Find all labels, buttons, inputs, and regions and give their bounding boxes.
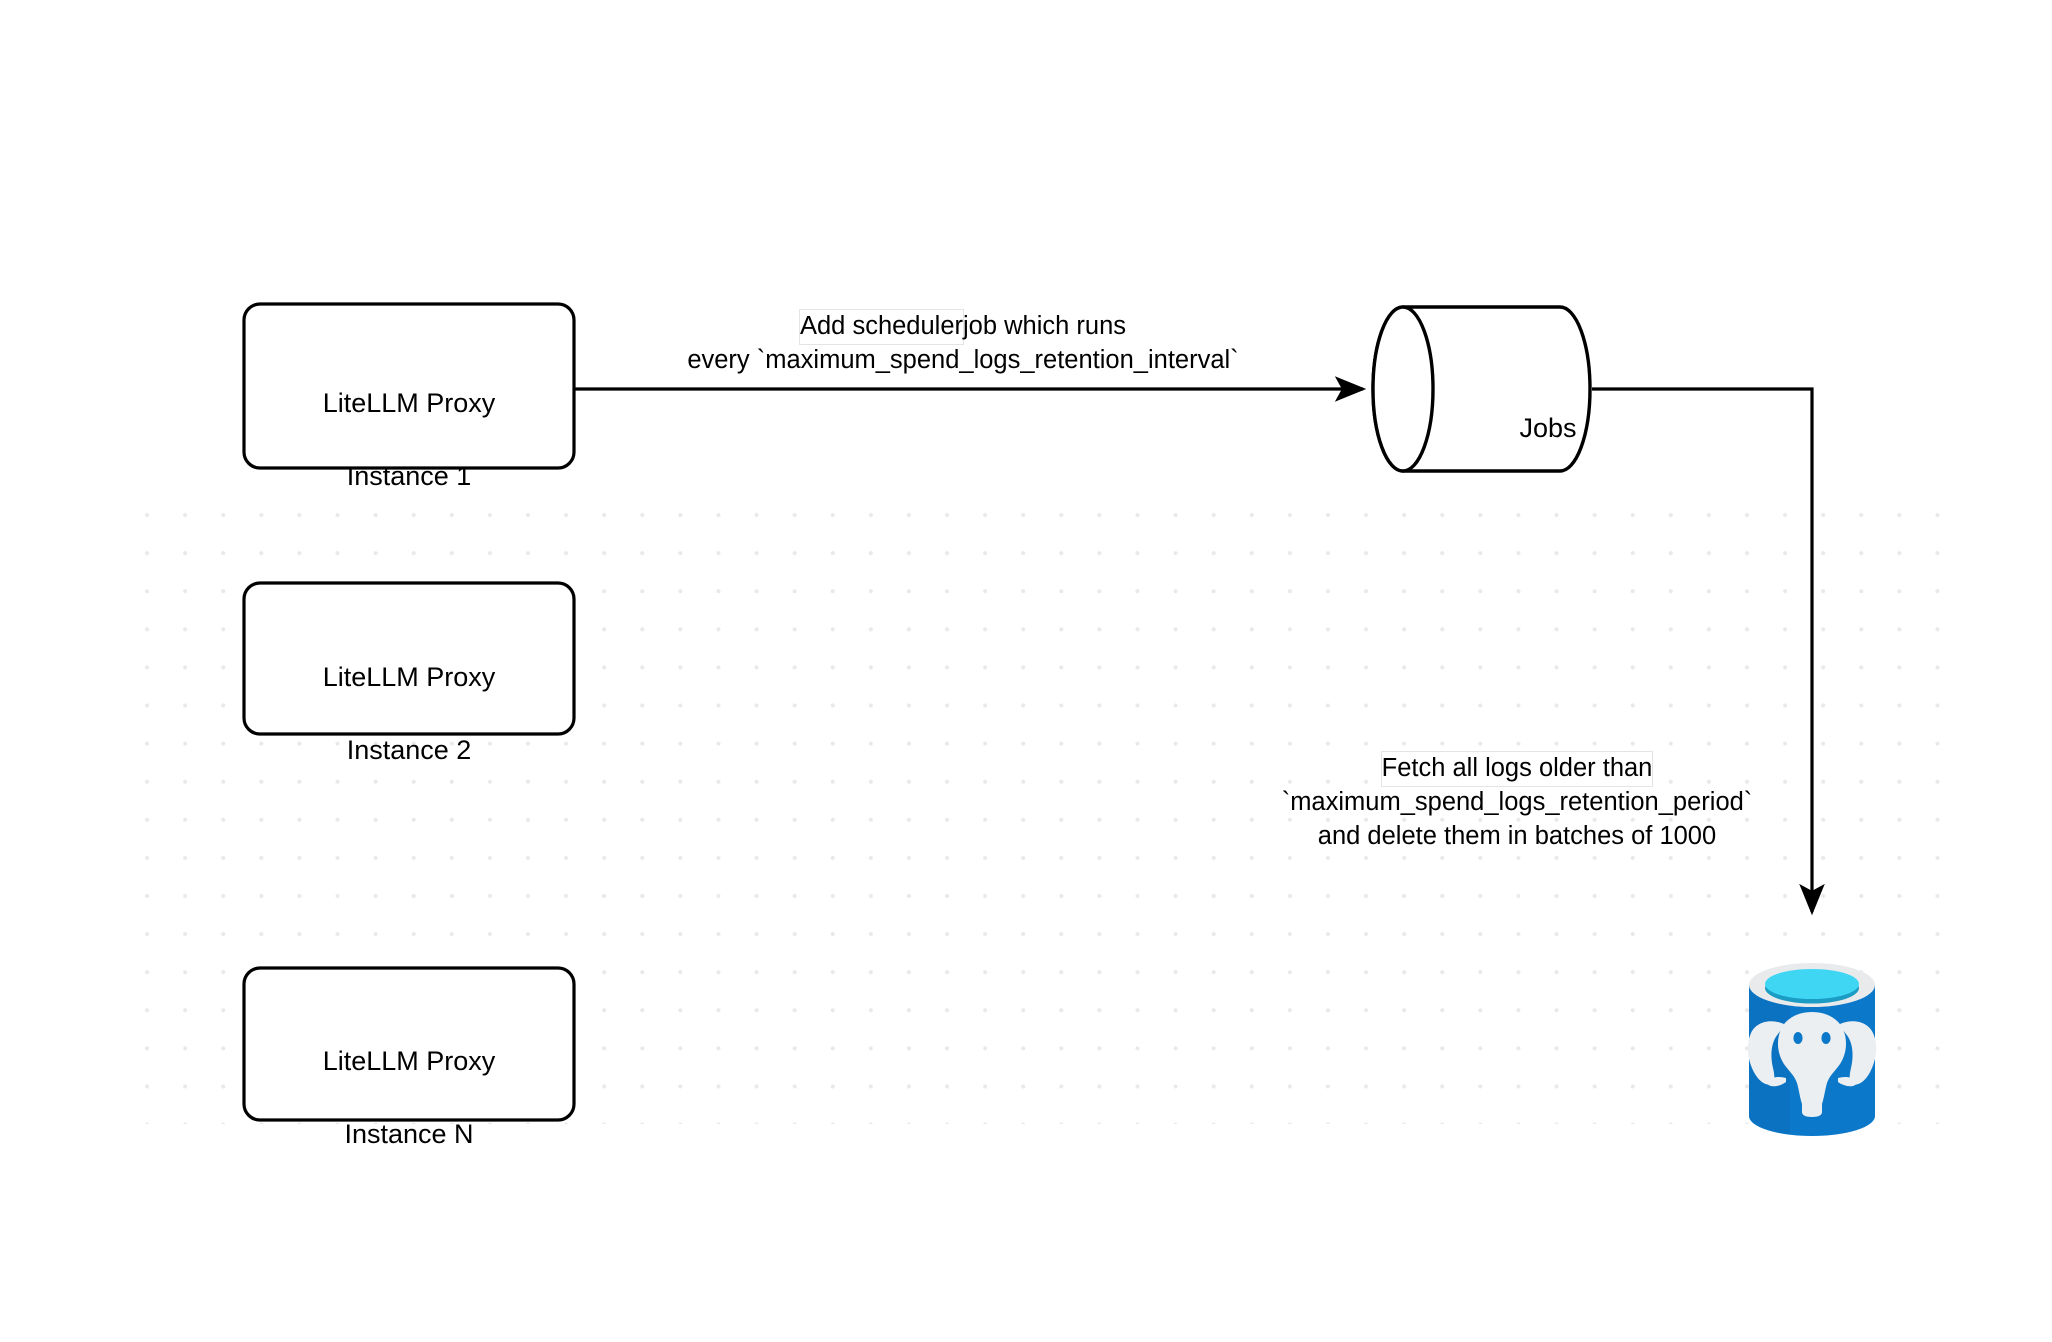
edge-schedule-label: Add scheduler job which runs every `maxi… <box>608 310 1318 378</box>
edge-delete-label-line-3: and delete them in batches of 1000 <box>1317 821 1717 850</box>
edge-delete-label-line-1: Fetch all logs older than <box>1232 752 1802 786</box>
edge-delete-label-highlight: Fetch all logs older than <box>1381 752 1653 786</box>
elephant-eye-right <box>1821 1032 1831 1044</box>
edge-schedule-label-line-2: every `maximum_spend_logs_retention_inte… <box>687 345 1239 374</box>
edge-jobs-to-postgres <box>1592 387 1825 916</box>
edge-delete-label-line-2: `maximum_spend_logs_retention_period` <box>1281 787 1753 816</box>
edge-schedule-label-highlight: Add scheduler <box>799 310 964 344</box>
node-proxy-instance-n[interactable] <box>242 966 576 1122</box>
node-jobs-cylinder[interactable] <box>1371 305 1592 473</box>
node-postgres-database[interactable] <box>1747 963 1877 1136</box>
node-proxy-instance-2[interactable] <box>242 581 576 736</box>
node-proxy-instance-1[interactable] <box>242 302 576 470</box>
edge-schedule-label-line-1: Add scheduler job which runs <box>608 310 1318 344</box>
edge-schedule-label-rest: job which runs <box>963 312 1127 340</box>
elephant-eye-left <box>1793 1032 1803 1044</box>
edge-delete-label: Fetch all logs older than `maximum_spend… <box>1232 752 1802 854</box>
postgres-top-fill <box>1765 969 1859 999</box>
